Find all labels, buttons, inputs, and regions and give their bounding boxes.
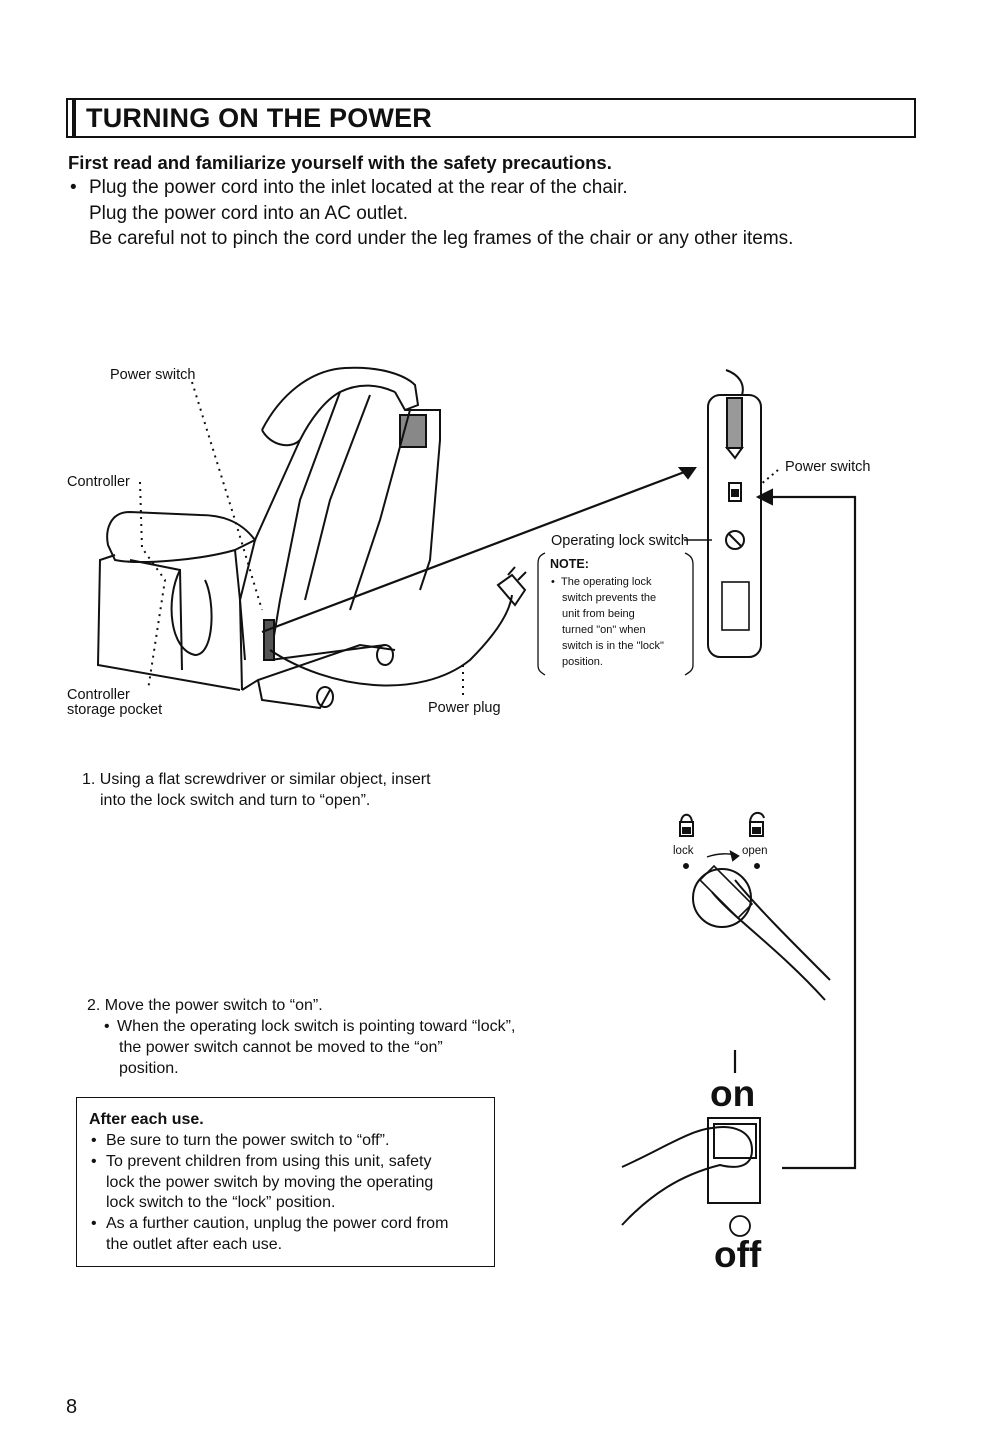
step2-line-3: the power switch cannot be moved to the … [119, 1039, 443, 1056]
controller-storage-label-1: Controller [67, 687, 130, 703]
after-bullet-3: • [91, 1215, 97, 1232]
after-b2-line-1: To prevent children from using this unit… [106, 1153, 432, 1170]
after-bullet-2: • [91, 1153, 97, 1170]
after-b2-line-3: lock switch to the “lock” position. [106, 1194, 336, 1211]
note-line-6: position. [562, 656, 603, 668]
note-line-2: switch prevents the [562, 592, 657, 604]
power-plug-drawing [496, 566, 527, 607]
after-b1-line-1: Be sure to turn the power switch to “off… [106, 1132, 390, 1149]
note-line-4: turned "on" when [562, 624, 646, 636]
power-switch-label-right: Power switch [785, 459, 871, 475]
power-switch-label-left: Power switch [110, 367, 196, 383]
after-b3-line-2: the outlet after each use. [106, 1236, 283, 1253]
operating-lock-switch-label: Operating lock switch [551, 533, 689, 549]
section-title: TURNING ON THE POWER [86, 103, 432, 133]
step1-line-2: into the lock switch and turn to “open”. [100, 792, 371, 809]
bullet-dot: • [70, 177, 77, 198]
page-number: 8 [66, 1396, 78, 1418]
after-b3-line-1: As a further caution, unplug the power c… [106, 1215, 449, 1232]
title-accent-bar [72, 100, 76, 136]
section-title-box [66, 98, 916, 138]
controller-storage-label-2: storage pocket [67, 702, 163, 718]
off-label: off [714, 1234, 762, 1275]
note-title: NOTE: [550, 557, 589, 571]
intro-heading: First read and familiarize yourself with… [68, 152, 612, 173]
note-line-1: The operating lock [561, 576, 652, 588]
step2-bullet: • [104, 1018, 110, 1035]
after-use-title: After each use. [89, 1111, 204, 1128]
power-plug-label: Power plug [428, 700, 501, 716]
note-line-5: switch is in the "lock" [562, 640, 664, 652]
step2-line-4: position. [119, 1060, 179, 1077]
note-line-3: unit from being [562, 608, 635, 620]
note-bullet: • [551, 576, 555, 588]
after-b2-line-2: lock the power switch by moving the oper… [106, 1174, 434, 1191]
lock-closed-icon [679, 813, 694, 837]
after-use-box [76, 1097, 495, 1267]
open-label: open [742, 845, 768, 857]
intro-bullet: Plug the power cord into the inlet locat… [89, 177, 628, 198]
lock-label: lock [673, 845, 694, 857]
intro-line-2: Plug the power cord into an AC outlet. [89, 203, 408, 224]
after-bullet-1: • [91, 1132, 97, 1149]
controller-label: Controller [67, 474, 130, 490]
step2-line-2: When the operating lock switch is pointi… [117, 1018, 516, 1035]
intro-line-3: Be careful not to pinch the cord under t… [89, 228, 794, 249]
step1-line-1: 1. Using a flat screwdriver or similar o… [82, 771, 431, 788]
lock-open-icon [749, 811, 765, 837]
step2-line-1: 2. Move the power switch to “on”. [87, 997, 323, 1014]
on-label: on [710, 1073, 756, 1114]
controller-drawing [707, 369, 762, 658]
massage-chair-drawing [96, 366, 513, 710]
